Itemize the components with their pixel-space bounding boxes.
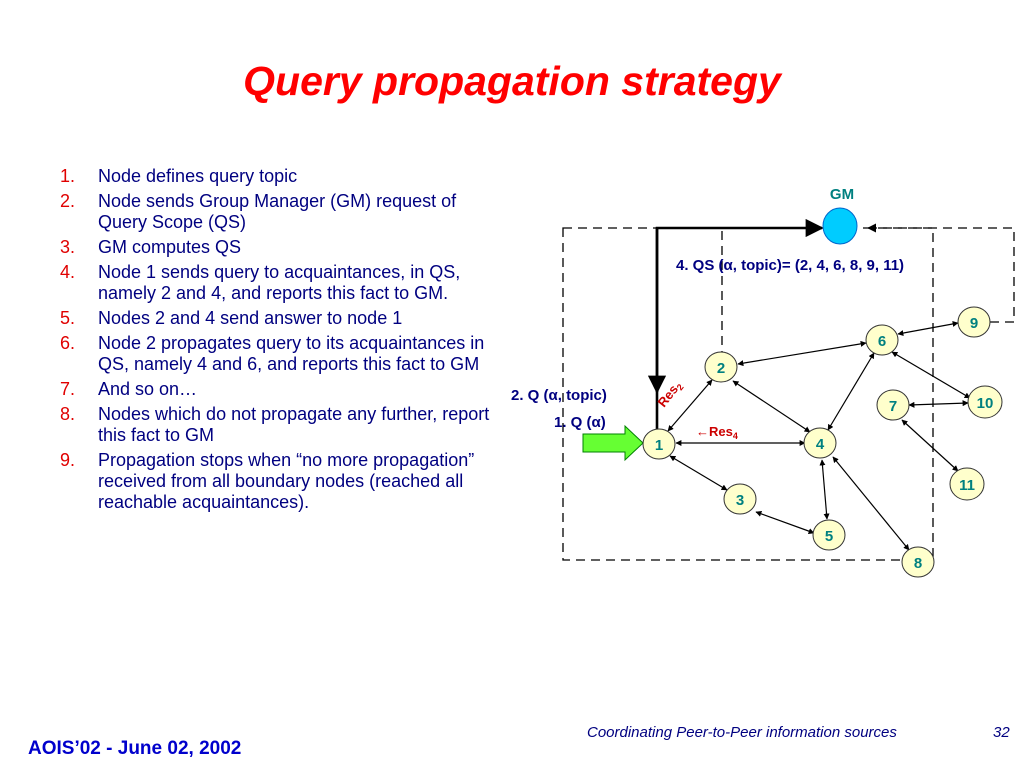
step-text: Node 2 propagates query to its acquainta… — [98, 333, 485, 374]
step-text: Propagation stops when “no more propagat… — [98, 450, 475, 512]
step-number: 3. — [60, 237, 76, 257]
query-alpha-label: 1. Q (α) — [554, 414, 606, 431]
node-6[interactable]: 6 — [865, 324, 899, 356]
gm-feedback-dashed-path — [867, 223, 1015, 323]
step-text: And so on… — [98, 379, 198, 399]
res4-text: ←Res — [696, 424, 733, 439]
step-number: 5. — [60, 308, 76, 328]
qs-label-text: 4. QS (α, topic)= (2, 4, 6, 8, 9, 11) — [676, 257, 904, 274]
gm-node[interactable] — [822, 207, 858, 245]
edge-4-5 — [819, 459, 830, 520]
step-text: Node 1 sends query to acquaintances, in … — [98, 262, 461, 303]
list-item: 8. Nodes which do not propagate any furth… — [60, 404, 500, 446]
node-2[interactable]: 2 — [704, 351, 738, 383]
step-number: 8. — [60, 404, 76, 424]
node-5[interactable]: 5 — [812, 519, 846, 551]
slide-title: Query propagation strategy — [243, 58, 781, 104]
res2-subscript: 2 — [675, 382, 686, 392]
edge-6-9 — [897, 321, 959, 336]
footer-source-title: Coordinating Peer-to-Peer information so… — [587, 724, 897, 741]
node-2-label: 2 — [717, 360, 725, 377]
edge-6-10 — [891, 351, 971, 399]
list-item: 4. Node 1 sends query to acquaintances, i… — [60, 262, 500, 304]
step-number: 4. — [60, 262, 76, 282]
node-9[interactable]: 9 — [957, 306, 991, 338]
edge-1-2 — [667, 379, 713, 432]
edge-7-11 — [901, 419, 959, 472]
qs-label: 4. QS (α, topic)= (2, 4, 6, 8, 9, 11) — [676, 257, 904, 274]
node-11-label: 11 — [959, 477, 975, 494]
node-4[interactable]: 4 — [803, 427, 837, 459]
list-item: 6. Node 2 propagates query to its acquain… — [60, 333, 500, 375]
res2-label: Res2 — [655, 378, 686, 411]
step-text: Nodes which do not propagate any further… — [98, 404, 490, 445]
step-text: GM computes QS — [98, 237, 242, 257]
node-11[interactable]: 11 — [949, 467, 985, 501]
node-8[interactable]: 8 — [901, 546, 935, 578]
edge-4-6 — [827, 352, 875, 431]
list-item: 1. Node defines query topic — [60, 166, 500, 187]
edge-7-10 — [908, 400, 969, 408]
node-7-label: 7 — [889, 398, 897, 415]
node-6-label: 6 — [878, 333, 886, 350]
gm-label: GM — [830, 186, 854, 203]
page-number: 32 — [993, 724, 1010, 741]
node-4-label: 4 — [816, 436, 825, 453]
step-number: 9. — [60, 450, 76, 470]
query-input-arrow — [582, 424, 644, 462]
list-item: 2. Node sends Group Manager (GM) request … — [60, 191, 500, 233]
node-8-label: 8 — [914, 555, 922, 572]
node-1-label: 1 — [655, 437, 663, 454]
node-1[interactable]: 1 — [642, 428, 676, 460]
edge-3-5 — [755, 511, 815, 534]
edge-2-4 — [732, 380, 811, 433]
node-10[interactable]: 10 — [967, 385, 1003, 419]
step-number: 6. — [60, 333, 76, 353]
steps-list: 1. Node defines query topic 2. Node sends … — [60, 166, 500, 517]
step-number: 1. — [60, 166, 76, 186]
step-text: Node defines query topic — [98, 166, 298, 186]
propagation-diagram: GM 1 2 3 4 5 6 7 8 9 10 11 4. QS (α, top… — [511, 186, 1015, 578]
edge-4-8 — [832, 456, 910, 551]
node-7[interactable]: 7 — [876, 389, 910, 421]
node-3-label: 3 — [736, 492, 744, 509]
node-10-label: 10 — [977, 395, 994, 412]
step-number: 2. — [60, 191, 76, 211]
node-5-label: 5 — [825, 528, 833, 545]
list-item: 5. Nodes 2 and 4 send answer to node 1 — [60, 308, 500, 329]
step-number: 7. — [60, 379, 76, 399]
query-topic-label: 2. Q (α, topic) — [511, 387, 607, 404]
list-item: 3. GM computes QS — [60, 237, 500, 258]
edge-2-6 — [737, 340, 867, 367]
edge-1-3 — [669, 455, 728, 491]
res4-label: ←Res4 — [696, 424, 738, 441]
list-item: 9. Propagation stops when “no more propag… — [60, 450, 500, 513]
node-9-label: 9 — [970, 315, 978, 332]
node-3[interactable]: 3 — [723, 483, 757, 515]
list-item: 7. And so on… — [60, 379, 500, 400]
res4-subscript: 4 — [733, 431, 738, 441]
footer-conference: AOIS’02 - June 02, 2002 — [28, 738, 242, 759]
step-text: Node sends Group Manager (GM) request of… — [98, 191, 457, 232]
step-text: Nodes 2 and 4 send answer to node 1 — [98, 308, 403, 328]
